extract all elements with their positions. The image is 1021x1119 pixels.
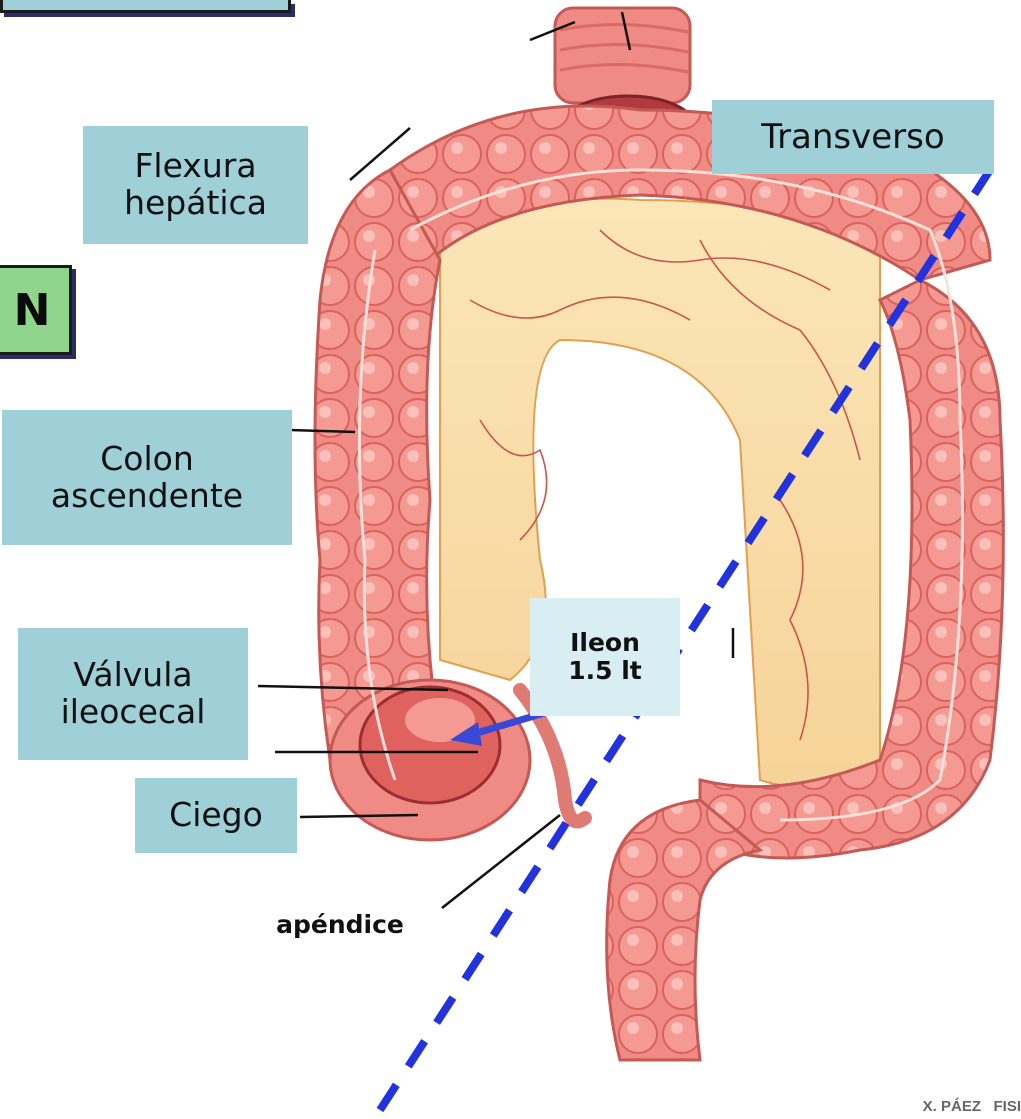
- section-badge: N: [0, 265, 72, 355]
- title-banner: [0, 0, 291, 13]
- label-ileon: Ileon 1.5 lt: [530, 598, 680, 716]
- label-valvula-ileocecal: Válvula ileocecal: [18, 628, 248, 760]
- sigmoid-colon: [607, 800, 760, 1060]
- label-flexura-hepatica: Flexura hepática: [83, 126, 308, 244]
- label-transverso: Transverso: [712, 100, 994, 174]
- label-colon-ascendente: Colon ascendente: [2, 410, 292, 545]
- footer-credit: X. PÁEZ FISI: [923, 1098, 1021, 1115]
- section-badge-text: N: [14, 285, 51, 336]
- label-ciego: Ciego: [135, 778, 297, 853]
- label-apendice: apéndice: [240, 885, 440, 965]
- ascending-colon: [315, 170, 440, 760]
